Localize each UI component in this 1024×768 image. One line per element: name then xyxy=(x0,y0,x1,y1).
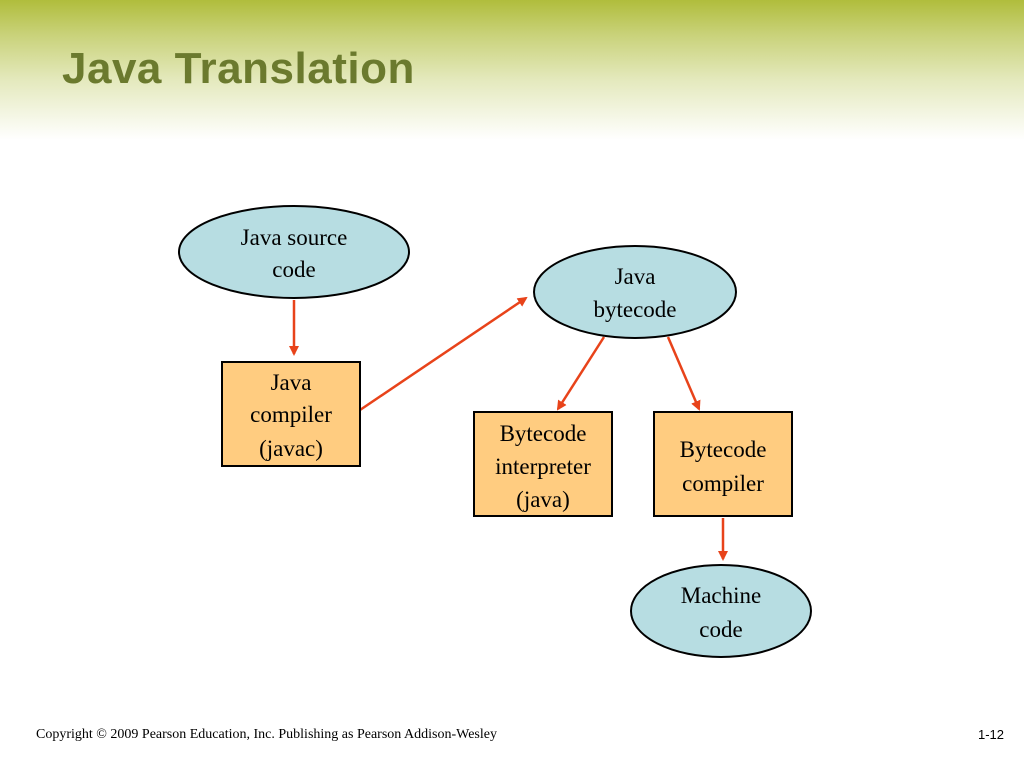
copyright-footer: Copyright © 2009 Pearson Education, Inc.… xyxy=(36,727,497,742)
node-bytecode-interpreter-line-3: (java) xyxy=(516,487,570,512)
node-java-compiler: Java compiler (javac) xyxy=(221,361,361,467)
arrow-bytecode-to-interpreter xyxy=(556,336,606,411)
arrow-bytecode-to-bytecode-compiler xyxy=(666,336,701,411)
node-java-source-line-1: Java source xyxy=(241,225,348,250)
node-bytecode-interpreter: Bytecode interpreter (java) xyxy=(473,411,613,517)
node-bytecode-interpreter-line-1: Bytecode xyxy=(500,421,587,446)
node-machine-code-line-2: code xyxy=(699,617,742,642)
node-java-bytecode-line-1: Java xyxy=(615,264,656,289)
node-java-source-line-2: code xyxy=(272,257,315,282)
node-java-bytecode-line-2: bytecode xyxy=(593,297,676,322)
page-number: 1-12 xyxy=(977,727,1004,742)
header-band xyxy=(0,0,1024,150)
node-bytecode-compiler-line-1: Bytecode xyxy=(680,437,767,462)
node-machine-code: Machine code xyxy=(630,564,812,658)
slide-title: Java Translation xyxy=(62,44,415,93)
node-java-compiler-line-2: compiler xyxy=(250,402,332,427)
node-java-compiler-line-3: (javac) xyxy=(259,436,323,461)
node-bytecode-compiler: Bytecode compiler xyxy=(653,411,793,517)
node-machine-code-line-1: Machine xyxy=(681,583,761,608)
node-bytecode-compiler-line-2: compiler xyxy=(682,471,764,496)
node-java-compiler-line-1: Java xyxy=(271,370,312,395)
node-java-bytecode: Java bytecode xyxy=(533,245,737,339)
arrow-compiler-to-bytecode xyxy=(359,296,528,412)
node-java-source: Java source code xyxy=(178,205,410,299)
node-bytecode-interpreter-line-2: interpreter xyxy=(495,454,591,479)
